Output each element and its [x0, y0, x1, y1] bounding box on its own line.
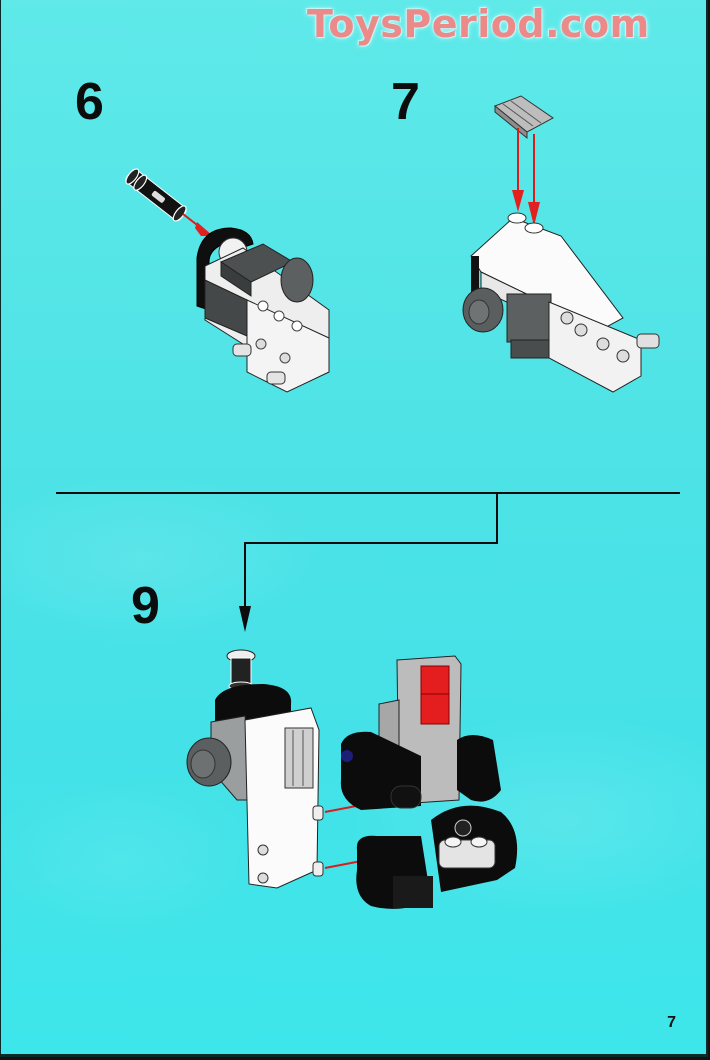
red-tile-icon: [420, 665, 450, 725]
white-wedge-assembly-icon: [462, 212, 660, 393]
white-gray-assembly-icon: [196, 227, 330, 393]
callout-line: [244, 493, 498, 612]
red-insert-arrow-icon: [182, 213, 213, 236]
watermark: ToysPeriod.com: [307, 2, 650, 46]
callout-arrowhead-icon: [239, 606, 251, 632]
black-gray-frame-icon: [340, 655, 518, 909]
step-number-7: 7: [391, 73, 420, 131]
red-insert-arrows-icon: [512, 128, 540, 226]
white-subassembly-icon: [186, 684, 324, 889]
step-number-9: 9: [131, 577, 160, 635]
step-number-6: 6: [75, 73, 104, 131]
black-pin-icon: [125, 168, 187, 222]
pin-top-icon: [226, 649, 256, 691]
page-number: 7: [667, 1014, 676, 1031]
